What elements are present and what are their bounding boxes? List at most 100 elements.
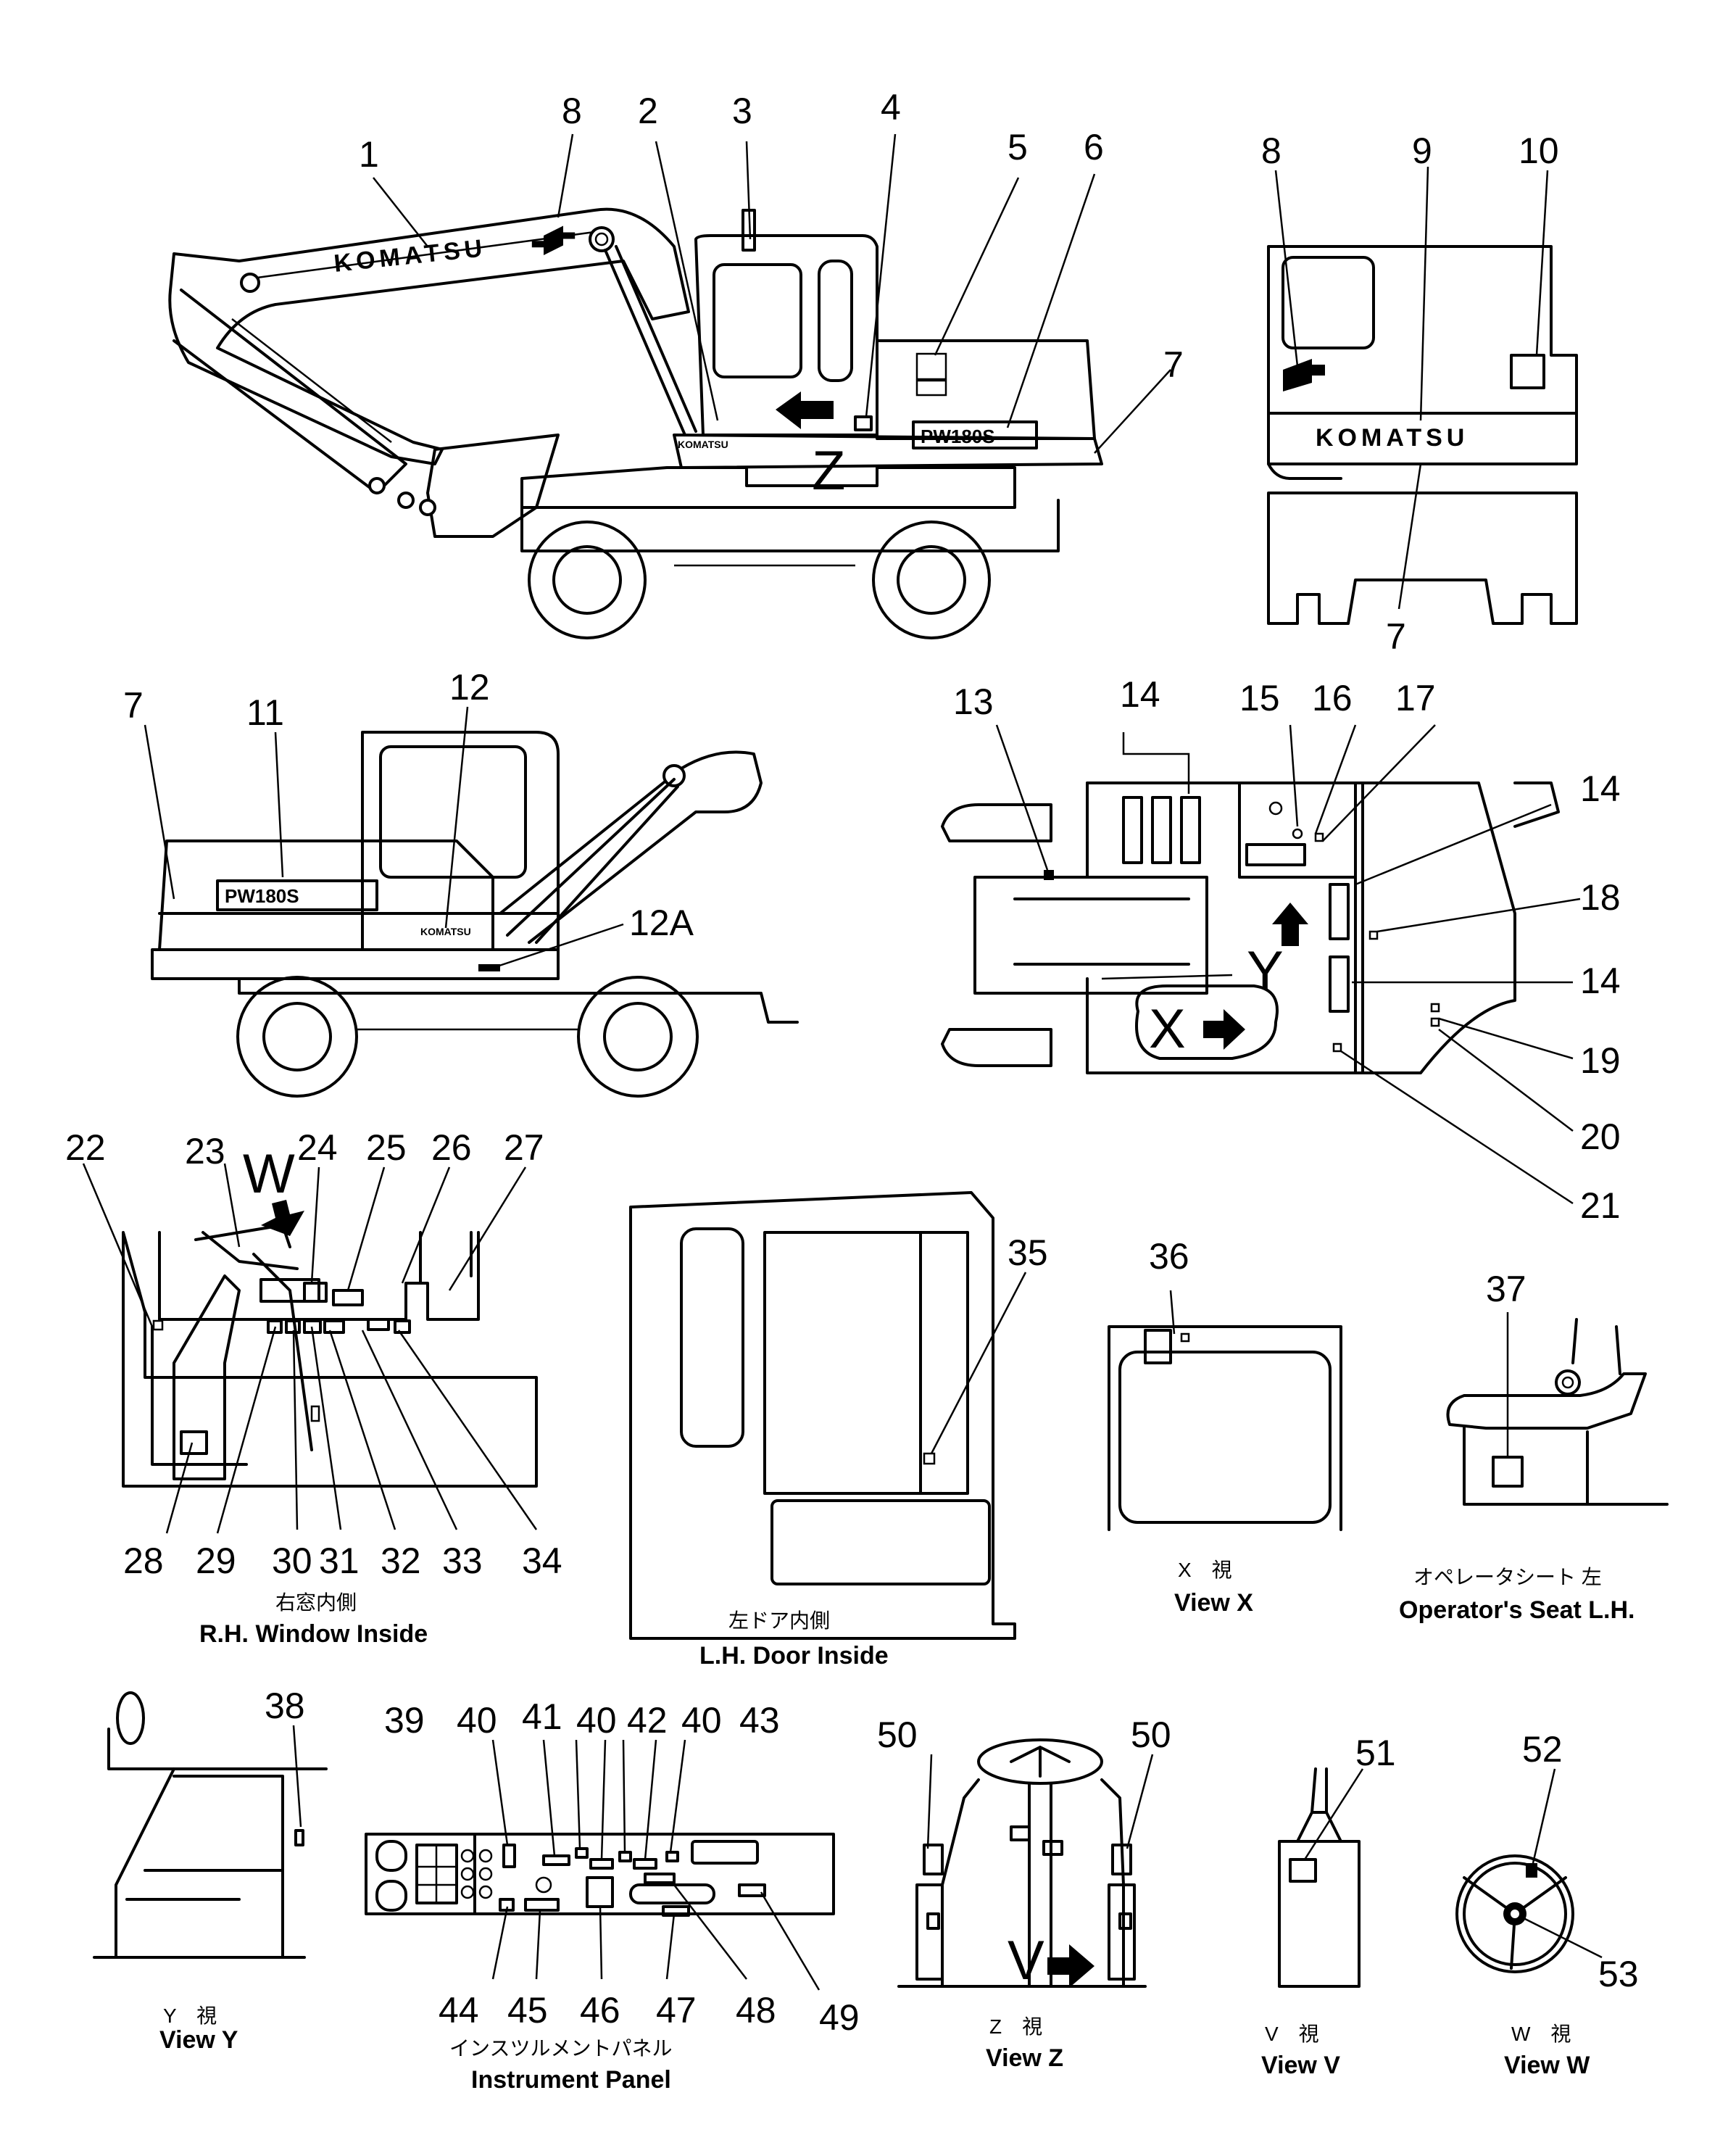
callout-14-c: 14: [1580, 961, 1621, 1001]
callout-22: 22: [65, 1127, 106, 1168]
caption-seat-en: Operator's Seat L.H.: [1399, 1596, 1635, 1624]
caption-view-w-en: View W: [1504, 2052, 1590, 2079]
caption-view-w-jp: W 視: [1511, 2023, 1571, 2045]
boom-outline: [168, 207, 690, 465]
top-arm: [973, 876, 1208, 995]
callout-39: 39: [384, 1700, 425, 1741]
callout-17: 17: [1395, 678, 1436, 718]
view-w-panel: 52 53 W 視 View W: [1455, 1729, 1639, 2079]
komatsu-mark-icon: [531, 225, 576, 255]
steering-wheel: [977, 1738, 1103, 1785]
view-x-label: X: [1149, 998, 1186, 1060]
callout-46: 46: [580, 1990, 620, 2031]
callout-19: 19: [1580, 1040, 1621, 1081]
view-y-arrow-icon: [1272, 903, 1308, 946]
callout-24: 24: [297, 1127, 338, 1168]
view-z-label: Z: [812, 440, 845, 502]
operators-seat-view: 37 オペレータシート 左 Operator's Seat L.H.: [1399, 1269, 1669, 1624]
callout-26: 26: [431, 1127, 472, 1168]
callout-47: 47: [656, 1990, 697, 2031]
callout-14-b: 14: [1580, 768, 1621, 809]
caption-view-y-en: View Y: [159, 2026, 238, 2054]
excavator-left-side-view: KOMATSU KOMATSU PW180S Z: [168, 87, 1184, 639]
caption-view-x-jp: X 視: [1178, 1559, 1232, 1581]
callout-41: 41: [522, 1696, 562, 1737]
callout-53: 53: [1598, 1954, 1639, 1994]
caption-view-x-en: View X: [1174, 1589, 1253, 1617]
callout-32: 32: [381, 1541, 421, 1581]
callout-8-rear: 8: [1261, 130, 1282, 171]
view-w-label: W: [243, 1143, 295, 1205]
callout-38: 38: [265, 1686, 305, 1726]
callout-15: 15: [1239, 678, 1280, 718]
view-v-arrow-icon: [1047, 1944, 1094, 1988]
callout-44: 44: [439, 1990, 479, 2031]
caption-seat-jp: オペレータシート 左: [1413, 1566, 1602, 1588]
callout-8: 8: [562, 91, 582, 131]
bucket-outline: [426, 434, 560, 538]
callout-6: 6: [1084, 127, 1104, 167]
excavator-right-side-view: PW180S KOMATSU 7 11 12 12A: [123, 667, 799, 1098]
callout-30: 30: [272, 1541, 312, 1581]
rs-small-logo: KOMATSU: [420, 926, 471, 937]
callout-12: 12: [449, 667, 490, 708]
callout-35: 35: [1008, 1232, 1048, 1273]
view-v-label: V: [1008, 1930, 1044, 1991]
callout-52: 52: [1522, 1729, 1563, 1770]
excavator-top-view: Y X 13 14 15 16 17 14 18 14 19 20 21: [941, 674, 1621, 1226]
rh-window-inside-view: W 22 23 24 25 26 27 28 29 30 31 32 33 34…: [65, 1127, 562, 1648]
caption-view-v-jp: V 視: [1265, 2023, 1319, 2045]
callout-37: 37: [1486, 1269, 1526, 1309]
view-y-panel: 38 Y 視 View Y: [93, 1686, 328, 2054]
callout-27: 27: [504, 1127, 544, 1168]
steering-wheel-top: [1455, 1854, 1574, 1973]
view-z-arrow-icon: [776, 391, 834, 429]
callout-13: 13: [953, 681, 994, 722]
caption-view-y-jp: Y 視: [163, 2004, 217, 2027]
callout-43: 43: [739, 1700, 780, 1741]
callout-31: 31: [319, 1541, 360, 1581]
view-y-label: Y: [1247, 940, 1284, 1002]
instrument-panel-outline: [365, 1833, 835, 1915]
callout-12a: 12A: [629, 903, 694, 943]
view-z-panel: V 50 50 Z 視 View Z: [877, 1715, 1171, 2072]
callout-42: 42: [627, 1700, 668, 1741]
callout-23: 23: [185, 1131, 225, 1172]
cab-outline: [694, 234, 878, 436]
excavator-rear-view: KOMATSU 8 9 10 7: [1261, 130, 1578, 657]
callout-14: 14: [1120, 674, 1160, 715]
chassis-outline: [520, 466, 1016, 509]
callout-1: 1: [359, 134, 379, 175]
callout-2: 2: [638, 91, 658, 131]
caption-panel-jp: インスツルメントパネル: [449, 2037, 672, 2060]
view-x-arrow-icon: [1203, 1009, 1245, 1050]
callout-7: 7: [1163, 344, 1184, 385]
callout-16: 16: [1312, 678, 1353, 718]
callout-40-b: 40: [576, 1700, 617, 1741]
rear-wheel: [872, 521, 991, 639]
callout-50-b: 50: [1131, 1715, 1171, 1755]
callout-21: 21: [1580, 1185, 1621, 1226]
callout-7-rear: 7: [1386, 616, 1406, 657]
body-small-logo: KOMATSU: [678, 439, 728, 450]
caption-rh-window-jp: 右窓内側: [275, 1591, 357, 1614]
cab-door-window: [818, 260, 853, 382]
rear-komatsu-logo: KOMATSU: [1316, 424, 1469, 452]
rear-komatsu-mark-icon: [1283, 359, 1325, 391]
callout-51: 51: [1355, 1733, 1396, 1773]
callout-33: 33: [442, 1541, 483, 1581]
callout-25: 25: [366, 1127, 407, 1168]
caption-lh-door-jp: 左ドア内側: [728, 1609, 830, 1632]
caption-view-z-jp: Z 視: [989, 2015, 1042, 2038]
view-w-arrow-icon: [261, 1200, 304, 1236]
caption-view-z-en: View Z: [986, 2044, 1063, 2072]
lh-door-inside-view: 35 左ドア内側 L.H. Door Inside: [629, 1191, 1048, 1670]
cab-window: [713, 263, 802, 378]
callout-29: 29: [196, 1541, 236, 1581]
rs-cab: [361, 731, 560, 951]
callout-45: 45: [507, 1990, 548, 2031]
callout-9: 9: [1412, 130, 1432, 171]
callout-11: 11: [246, 692, 284, 733]
